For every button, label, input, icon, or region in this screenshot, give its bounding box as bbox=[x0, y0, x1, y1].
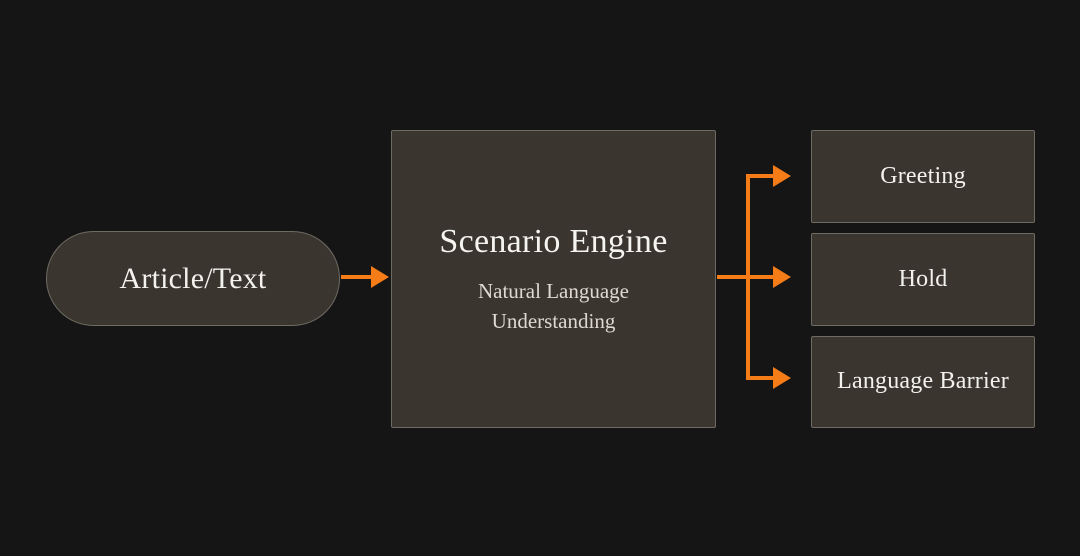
engine-node-subtitle: Natural Language Understanding bbox=[477, 278, 629, 333]
output-node-hold[interactable]: Hold bbox=[811, 233, 1035, 326]
edge-trunk-to-output-2-line bbox=[746, 376, 776, 380]
edge-trunk-to-output-1-arrowhead-icon bbox=[773, 266, 791, 288]
engine-node-scenario-engine[interactable]: Scenario Engine Natural Language Underst… bbox=[391, 130, 716, 428]
edge-input-to-engine-line bbox=[341, 275, 373, 279]
input-node-article-text[interactable]: Article/Text bbox=[46, 231, 340, 326]
output-node-greeting[interactable]: Greeting bbox=[811, 130, 1035, 223]
output-node-0-label: Greeting bbox=[880, 162, 966, 189]
output-node-language-barrier[interactable]: Language Barrier bbox=[811, 336, 1035, 428]
edge-trunk-to-output-0-line bbox=[746, 174, 776, 178]
edge-engine-to-trunk-line bbox=[717, 275, 750, 279]
output-node-2-label: Language Barrier bbox=[837, 368, 1009, 395]
edge-trunk-to-output-1-line bbox=[746, 275, 776, 279]
engine-node-title: Scenario Engine bbox=[439, 222, 668, 260]
edge-trunk-to-output-0-arrowhead-icon bbox=[773, 165, 791, 187]
input-node-label: Article/Text bbox=[119, 262, 267, 295]
edge-input-to-engine-arrowhead-icon bbox=[371, 266, 389, 288]
output-node-1-label: Hold bbox=[898, 265, 948, 292]
edge-trunk-to-output-2-arrowhead-icon bbox=[773, 367, 791, 389]
